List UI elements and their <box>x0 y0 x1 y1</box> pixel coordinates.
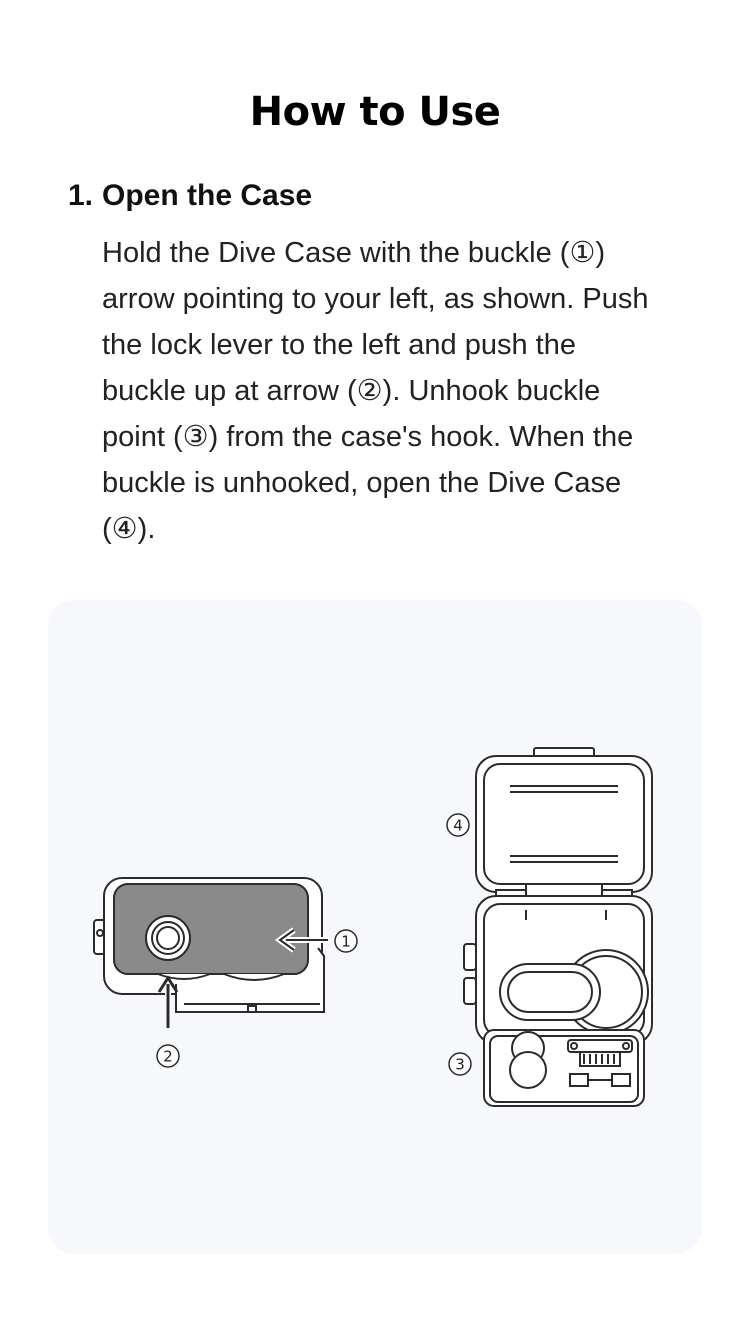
step-number: 1. <box>68 179 94 212</box>
marker-4: 4 <box>446 813 470 837</box>
dive-case-illustration: 1 2 3 4 <box>93 747 653 1107</box>
illustration-card: 1 2 3 4 <box>48 600 702 1254</box>
step-heading: 1.Open the Case <box>68 176 312 216</box>
marker-3: 3 <box>448 1052 472 1076</box>
closed-case-drawing <box>93 877 328 1028</box>
marker-2: 2 <box>156 1044 180 1068</box>
marker-1: 1 <box>334 929 358 953</box>
marker-3-label: 3 <box>455 1056 465 1074</box>
step-instructions: Hold the Dive Case with the buckle (①) a… <box>102 237 649 545</box>
open-case-drawing <box>463 747 653 1107</box>
marker-4-label: 4 <box>453 817 463 835</box>
step-heading-text: Open the Case <box>102 179 313 212</box>
marker-1-label: 1 <box>341 933 351 951</box>
page-title: How to Use <box>249 89 501 135</box>
marker-2-label: 2 <box>163 1048 173 1066</box>
